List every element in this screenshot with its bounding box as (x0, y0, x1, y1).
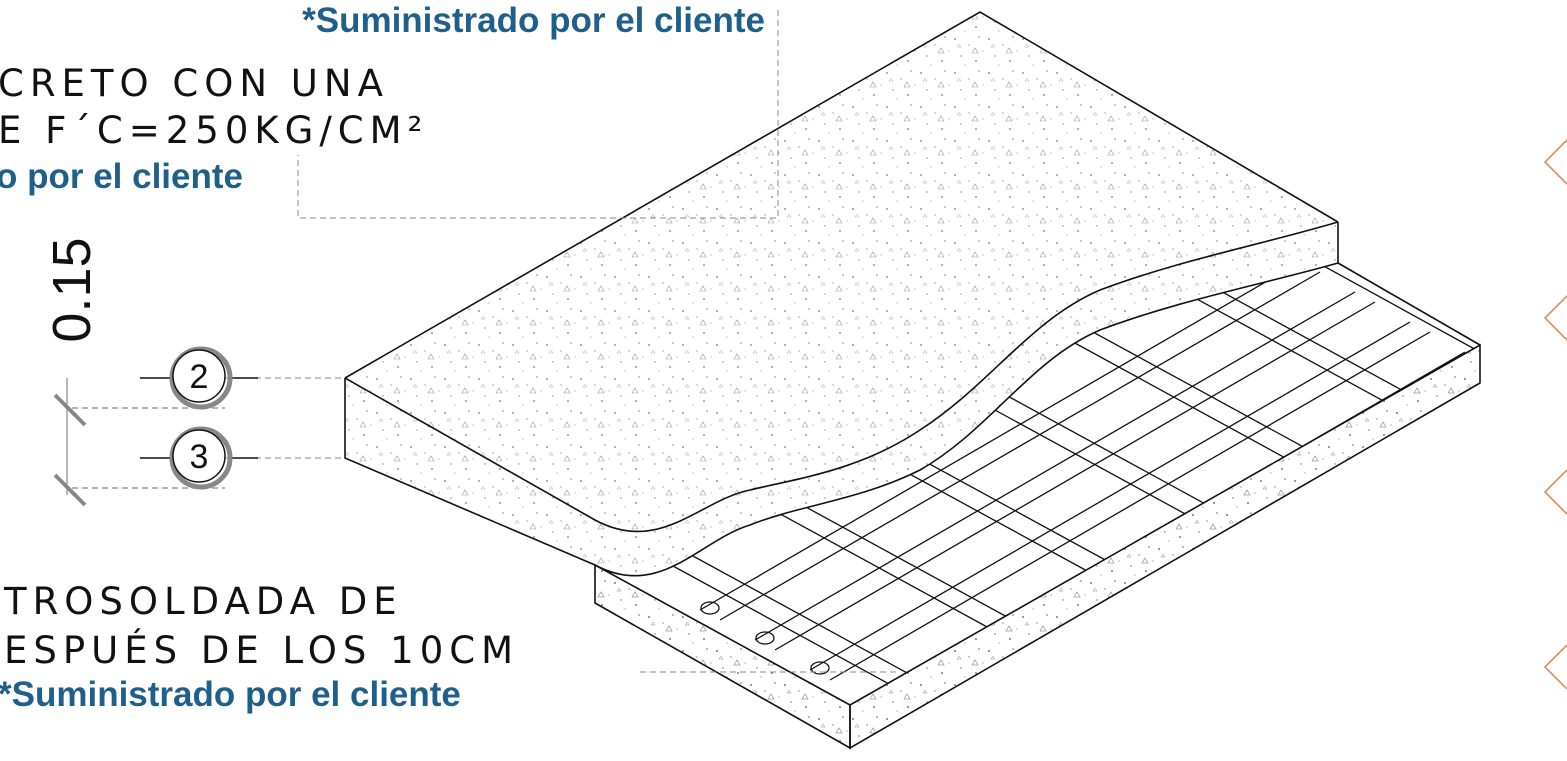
mesh-spec-line-2: ESPUÉS DE LOS 10CM (4, 628, 519, 672)
concrete-spec-line-1: CRETO CON UNA (0, 62, 389, 105)
tag-2-number: 2 (190, 358, 209, 396)
upper-concrete-slab (344, 11, 1339, 577)
thickness-value: 0.15 (42, 237, 102, 342)
supplied-note-bottom: *Suministrado por el cliente (0, 675, 461, 714)
tag-2 (140, 346, 258, 410)
mesh-spec-line-1: TROSOLDADA DE (3, 580, 403, 623)
thickness-dimension (53, 378, 225, 507)
supplied-note-mid: o por el cliente (0, 157, 243, 196)
tag-3 (140, 426, 258, 490)
concrete-spec-line-2: E F´C=250KG/CM² (0, 109, 428, 152)
accent-marks (1543, 139, 1567, 690)
tag-3-number: 3 (190, 438, 209, 476)
supplied-note-top: *Suministrado por el cliente (302, 1, 765, 40)
